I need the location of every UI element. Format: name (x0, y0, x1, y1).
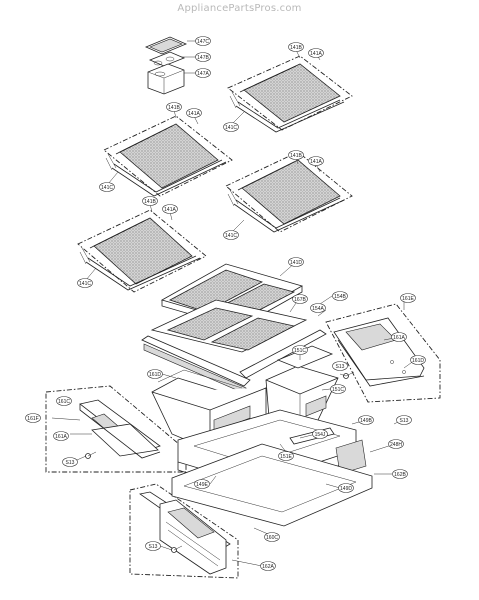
callout-161a-right: 161A (391, 332, 407, 342)
callout-141c-1: 141C (223, 122, 239, 132)
callout-154j: 154J (312, 429, 328, 439)
callout-161e: 161E (400, 293, 416, 303)
callout-161d-right: 161D (410, 355, 426, 365)
svg-text:141C: 141C (225, 233, 237, 239)
callout-151c-top: 151C (292, 345, 308, 355)
callout-s13-middle: S13 (396, 415, 412, 425)
callout-161c: 161C (56, 396, 72, 406)
svg-text:141C: 141C (101, 185, 113, 191)
callout-162a: 162A (260, 561, 276, 571)
svg-text:141A: 141A (310, 159, 322, 165)
svg-text:141D: 141D (290, 260, 302, 266)
callout-154a: 154A (310, 303, 326, 313)
svg-text:S13: S13 (66, 460, 75, 466)
callout-162b: 162B (392, 469, 408, 479)
callout-s13-right: S13 (332, 361, 348, 371)
svg-text:154J: 154J (315, 432, 326, 438)
svg-text:160C: 160C (266, 535, 278, 541)
callout-161a-left: 161A (53, 431, 69, 441)
svg-text:147C: 147C (197, 39, 209, 45)
svg-text:141B: 141B (290, 153, 302, 159)
svg-text:162A: 162A (262, 564, 274, 570)
callout-141b-1: 141B (288, 42, 304, 52)
callout-161f: 161F (25, 413, 41, 423)
svg-text:161F: 161F (27, 416, 38, 422)
callout-167b: 167B (292, 294, 308, 304)
callout-141c-2: 141C (99, 182, 115, 192)
callout-154b: 154B (332, 291, 348, 301)
callout-141a-2: 141A (186, 108, 202, 118)
svg-text:149B: 149B (360, 418, 372, 424)
left-rail-assembly (45, 385, 187, 473)
svg-text:S13: S13 (400, 418, 409, 424)
svg-text:151C: 151C (294, 348, 306, 354)
svg-text:162B: 162B (394, 472, 406, 478)
crisper-cover-frame-167b (150, 299, 308, 353)
callout-141c-3: 141C (223, 230, 239, 240)
callout-248h: 248H (388, 439, 404, 449)
svg-text:141B: 141B (290, 45, 302, 51)
svg-text:154B: 154B (334, 294, 346, 300)
callout-149d: 149D (338, 483, 354, 493)
callout-141a-1: 141A (308, 48, 324, 58)
svg-text:141B: 141B (144, 199, 156, 205)
callout-141a-4: 141A (162, 204, 178, 214)
watermark: AppliancePartsPros.com (177, 3, 302, 14)
svg-text:141A: 141A (310, 51, 322, 57)
svg-text:149E: 149E (196, 482, 208, 488)
shelf-assembly-middle-right (225, 151, 353, 233)
callout-147b: 147B (195, 52, 211, 62)
crisper-cover-147c (144, 36, 188, 55)
screw-s13-right (343, 371, 355, 379)
svg-text:141A: 141A (188, 111, 200, 117)
svg-text:161A: 161A (393, 335, 405, 341)
callout-141a-3: 141A (308, 156, 324, 166)
crisper-bin-147a (147, 63, 185, 95)
svg-text:141A: 141A (164, 207, 176, 213)
shelf-assembly-lower-left (77, 209, 207, 293)
shelf-assembly-upper-left (103, 115, 233, 197)
svg-text:154A: 154A (312, 306, 324, 312)
callout-141b-3: 141B (288, 150, 304, 160)
callout-149e: 149E (194, 479, 210, 489)
svg-text:161E: 161E (402, 296, 414, 302)
callout-147a: 147A (195, 68, 211, 78)
svg-text:151C: 151C (332, 387, 344, 393)
callout-149b: 149B (358, 415, 374, 425)
callout-151c: 151C (330, 384, 346, 394)
svg-text:161D: 161D (149, 372, 161, 378)
svg-text:147A: 147A (197, 71, 209, 77)
svg-text:147B: 147B (197, 55, 209, 61)
screw-s13-left (85, 451, 97, 459)
bottom-rail-assembly (129, 483, 239, 579)
svg-text:151E: 151E (280, 454, 292, 460)
bottom-front-cover-160c (171, 443, 373, 527)
callout-141c-4: 141C (77, 278, 93, 288)
crisper-frame-147b (148, 51, 186, 67)
svg-text:141C: 141C (79, 281, 91, 287)
callout-151e: 151E (278, 451, 294, 461)
callout-141b-2: 141B (166, 102, 182, 112)
svg-text:161D: 161D (412, 358, 424, 364)
svg-text:167B: 167B (294, 297, 306, 303)
svg-text:149D: 149D (340, 486, 352, 492)
callout-s13-left: S13 (62, 457, 78, 467)
leader-lines (51, 40, 416, 567)
svg-text:S13: S13 (336, 364, 345, 370)
svg-text:248H: 248H (390, 442, 402, 448)
callout-160c: 160C (264, 532, 280, 542)
svg-text:S13: S13 (149, 544, 158, 550)
shelf-assembly-top-right (227, 55, 353, 133)
callout-147c: 147C (195, 36, 211, 46)
right-rail-assembly (325, 303, 441, 403)
callout-161d-left: 161D (147, 369, 163, 379)
svg-text:141B: 141B (168, 105, 180, 111)
svg-text:141C: 141C (225, 125, 237, 131)
callout-141b-4: 141B (142, 196, 158, 206)
callout-s13-bottom: S13 (145, 541, 161, 551)
svg-text:161A: 161A (55, 434, 67, 440)
svg-text:161C: 161C (58, 399, 70, 405)
callout-141d: 141D (288, 257, 304, 267)
